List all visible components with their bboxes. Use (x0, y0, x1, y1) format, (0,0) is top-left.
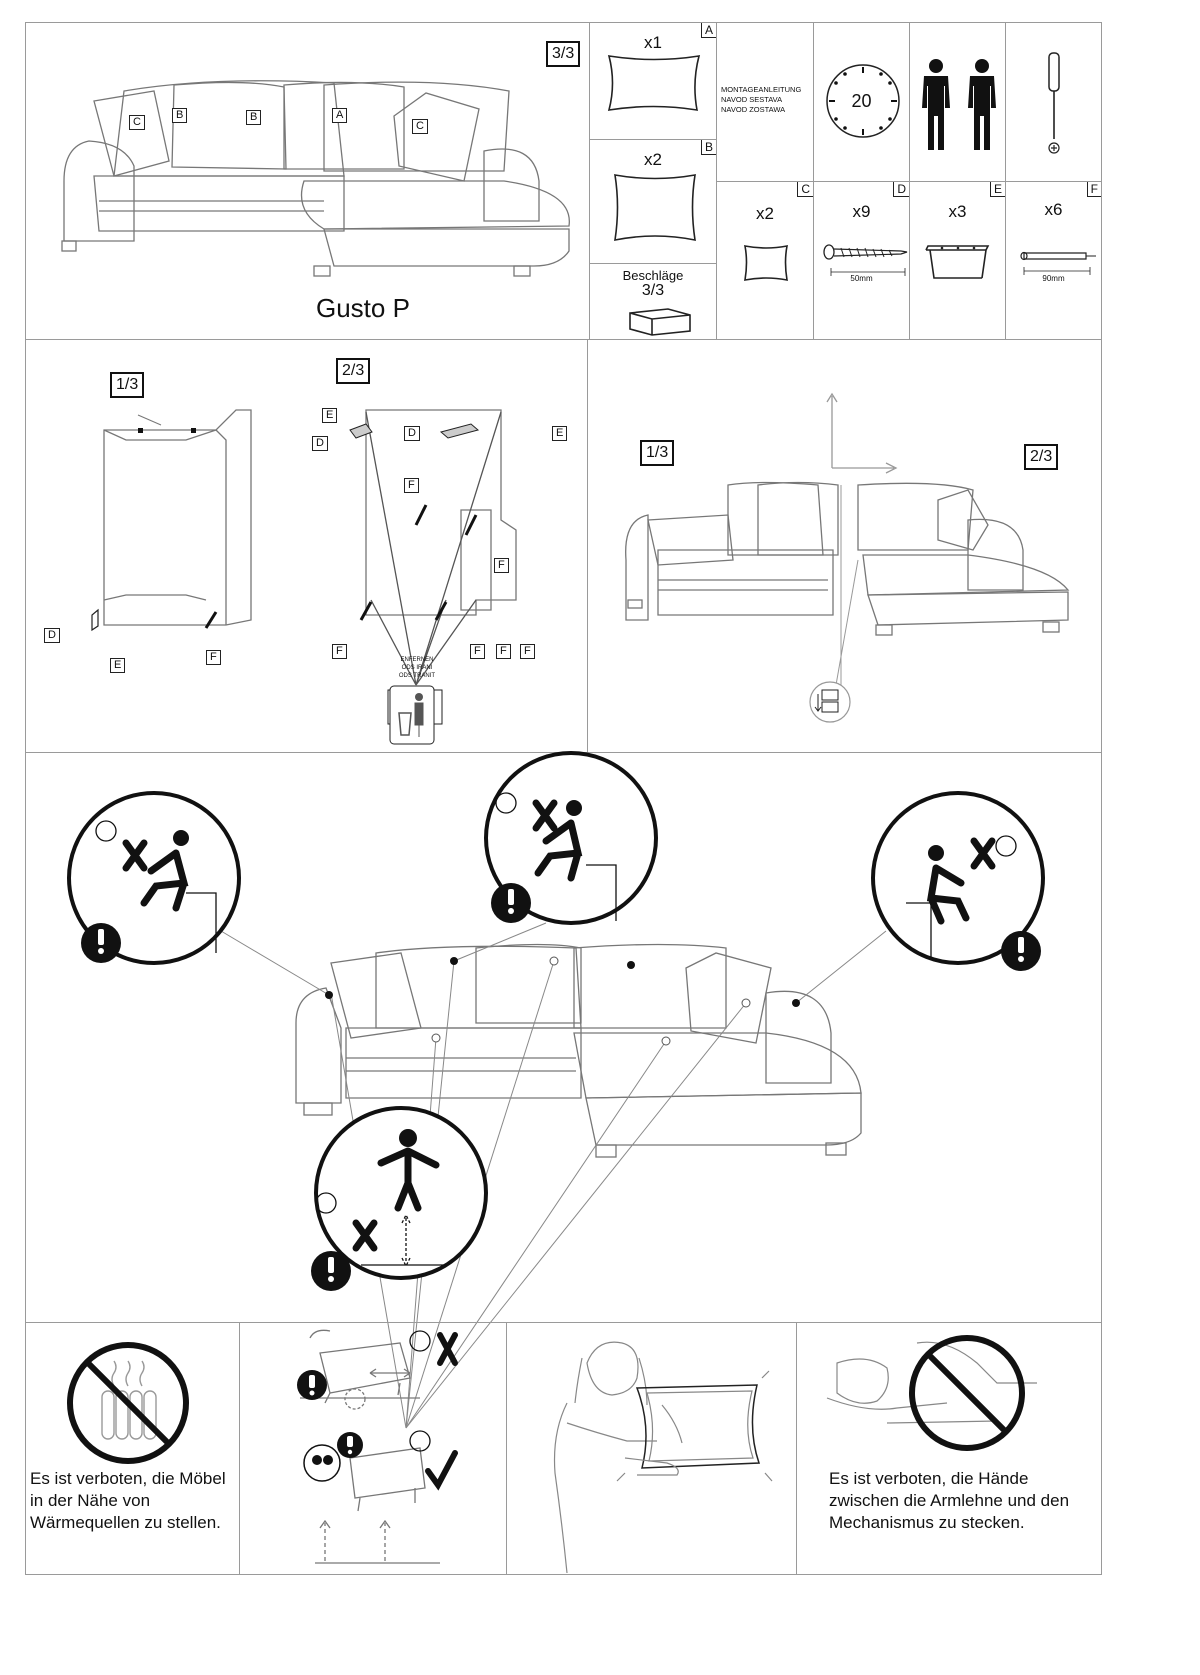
part-a-panel: A x1 (589, 22, 717, 140)
step-2-marker: 2/3 (336, 358, 371, 384)
step2-label-e1: E (322, 408, 338, 423)
hardware-label: Beschläge (622, 268, 684, 283)
join-modules-panel: 1/3 2/3 (587, 339, 1102, 753)
step1-label-f: F (206, 650, 221, 665)
part-qty: x6 (1044, 200, 1063, 219)
join-arrows (826, 392, 898, 474)
step2-label-d2: D (404, 426, 420, 441)
no-heat-source-icon (67, 1342, 189, 1464)
large-pillow-icon (607, 55, 701, 111)
moving-instructions-drawing (297, 1329, 458, 1564)
step2-label-d1: D (312, 436, 328, 451)
clock-icon (826, 64, 900, 138)
people-panel (909, 22, 1006, 182)
pillow-label-a: A (332, 108, 348, 123)
part-letter: F (1086, 182, 1101, 197)
pillow-label-b-2: B (246, 110, 262, 125)
box-icon (629, 308, 691, 336)
part-qty: x9 (852, 202, 871, 221)
part-qty: x2 (756, 204, 774, 223)
moving-warning-panel (239, 1322, 507, 1575)
time-minutes: 20 (851, 91, 872, 111)
part-qty: x2 (644, 150, 662, 169)
step2-label-f1: F (404, 478, 419, 493)
two-people-icon (922, 59, 996, 150)
heat-warning-panel: Es ist verboten, die Möbel in der Nähe v… (25, 1322, 240, 1575)
bracket-icon (925, 245, 990, 279)
pillow-label-c-left: C (129, 115, 145, 130)
screwdriver-phillips-icon (1048, 52, 1060, 154)
pillow-handling-panel (506, 1322, 797, 1575)
hands-warning-text: Es ist verboten, die Hände zwischen die … (829, 1469, 1070, 1532)
step2-label-f3: F (332, 644, 347, 659)
hardware-marker: 3/3 (641, 282, 665, 299)
step-1-marker: 1/3 (110, 372, 145, 398)
usage-warnings-panel (25, 751, 1102, 1429)
step2-label-e2: E (552, 426, 568, 441)
step1-label-e: E (110, 658, 126, 673)
step2-label-f4: F (470, 644, 485, 659)
part-letter: D (893, 182, 909, 197)
step2-label-f5: F (496, 644, 511, 659)
pin-icon (1020, 251, 1096, 275)
remove-note-line-2: ODS IRANI (401, 665, 433, 671)
remove-note-line-1: ENFERNEN (400, 657, 434, 663)
back-pillow-icon (614, 174, 696, 242)
sofa-overview-drawing (61, 80, 570, 277)
trash-bin-icon (389, 685, 435, 745)
part-qty: x3 (948, 202, 967, 221)
step1-label-d: D (44, 628, 60, 643)
part-letter: B (700, 140, 716, 155)
tool-panel (1005, 22, 1102, 182)
part-letter: A (700, 23, 716, 38)
screw-icon (823, 244, 908, 276)
pillow-label-c-right: C (412, 119, 428, 134)
part-b-panel: B x2 (589, 139, 717, 264)
part-f-panel: F x6 90mm (1005, 181, 1102, 340)
hardware-panel: Beschläge 3/3 (589, 263, 717, 340)
manual-title-panel: MONTAGEANLEITUNG NAVOD SESTAVA NAVOD ZOS… (716, 22, 814, 182)
usage-warnings-drawing (67, 751, 1045, 1429)
part-qty: x1 (644, 33, 662, 52)
heat-warning-text: Es ist verboten, die Möbel in der Nähe v… (30, 1469, 226, 1532)
product-name: Gusto P (316, 293, 410, 323)
join-right-marker: 2/3 (1024, 444, 1059, 470)
join-sofa-drawing (625, 481, 1070, 700)
hands-warning-panel: Es ist verboten, die Hände zwischen die … (796, 1322, 1102, 1575)
manual-title-line-2: NAVOD SESTAVA (721, 95, 783, 104)
part-d-panel: D x9 50mm (813, 181, 910, 340)
person-holding-pillow-drawing (553, 1341, 773, 1574)
step-1-module-drawing (91, 409, 252, 632)
connector-detail-icon (809, 681, 851, 723)
manual-title-line-1: MONTAGEANLEITUNG (721, 85, 802, 94)
screw-size: 50mm (850, 274, 873, 283)
small-pillow-icon (743, 244, 789, 282)
part-letter: C (797, 182, 813, 197)
part-e-panel: E x3 (909, 181, 1006, 340)
manual-title-line-3: NAVOD ZOSTAWA (721, 105, 786, 114)
step2-label-f2: F (494, 558, 509, 573)
page-marker: 3/3 (546, 41, 581, 67)
no-hands-in-mechanism-icon (826, 1335, 1037, 1451)
assembly-steps-panel: 1/3 D E F 2/3 E D D E F F F F F F ENFERN… (25, 339, 588, 753)
pillow-label-b-1: B (172, 108, 188, 123)
time-panel: 20 (813, 22, 910, 182)
remove-note-line-3: ODS TRANIT (398, 673, 436, 679)
step2-label-f6: F (520, 644, 535, 659)
overview-panel: 3/3 C B B A C Gusto P (25, 22, 590, 340)
join-left-marker: 1/3 (640, 440, 675, 466)
pin-size: 90mm (1042, 274, 1065, 283)
part-c-panel: C x2 (716, 181, 814, 340)
part-letter: E (989, 182, 1005, 197)
